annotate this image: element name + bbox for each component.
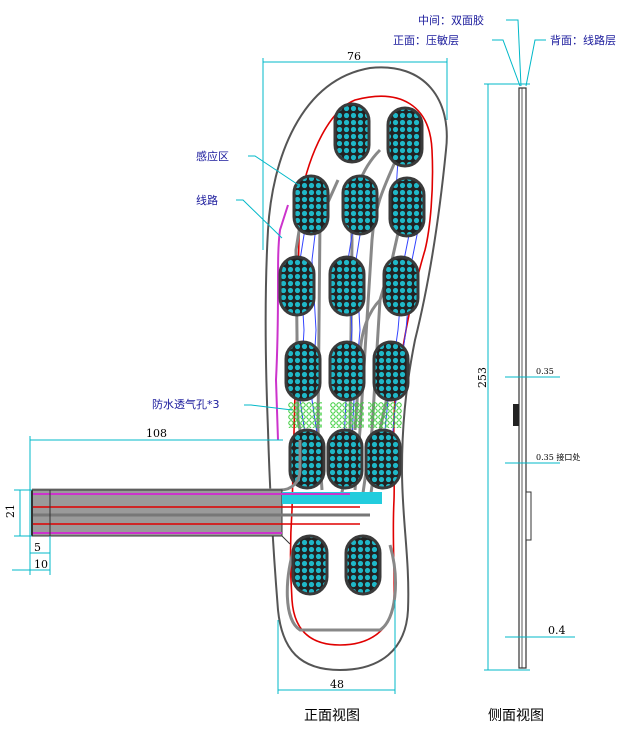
sensor-pad: [278, 255, 316, 317]
label-sensing-area: 感应区: [196, 149, 229, 163]
dim-width-bottom: 48: [330, 678, 344, 691]
front-dimensions: [12, 58, 448, 694]
dim-height: 253: [476, 367, 489, 388]
dim-thick-bottom: 0.4: [548, 624, 566, 637]
sensor-pad: [386, 106, 424, 168]
label-back-layer: 背面：线路层: [550, 33, 616, 47]
label-vent-holes: 防水透气孔*3: [152, 397, 220, 411]
dim-tail-offset: 5: [34, 541, 41, 554]
dim-thick-mid: 0.35 接口处: [536, 452, 580, 462]
dim-tail-width: 21: [4, 504, 17, 518]
sensor-pad: [292, 174, 330, 236]
magenta-trace: [274, 204, 289, 441]
sensor-pad: [328, 340, 366, 402]
side-view: 253 0.35 0.35 接口处 0.4 中间：双面胶 正面：压敏层 背面：线…: [393, 13, 616, 671]
sensor-pads: [278, 102, 426, 596]
dim-tail-tip: 10: [34, 558, 48, 571]
sensor-pad: [291, 534, 329, 596]
label-front-layer: 正面：压敏层: [393, 33, 459, 47]
label-circuit: 线路: [196, 193, 218, 207]
sensor-pad: [288, 428, 326, 490]
sensor-pad: [328, 255, 366, 317]
side-view-body: [518, 87, 527, 669]
vent-holes: [288, 402, 402, 428]
sensor-pad: [284, 340, 322, 402]
sensor-pad: [326, 428, 364, 490]
front-view: 76 108 21 5 10 48 感应区 线路 防水透气孔*3: [4, 50, 448, 694]
dim-thick-top: 0.35: [536, 367, 554, 376]
sensor-pad: [382, 255, 420, 317]
sensor-pad: [341, 174, 379, 236]
dim-tail-length: 108: [146, 427, 167, 440]
caption-front-view: 正面视图: [304, 708, 360, 724]
sensor-pad: [372, 340, 410, 402]
caption-side-view: 侧面视图: [488, 708, 544, 724]
sensor-pad: [388, 176, 426, 238]
cable-tail: [31, 440, 382, 545]
insole-outline: [264, 66, 448, 672]
sensor-pad: [364, 428, 402, 490]
sensor-pad: [333, 102, 371, 164]
sensor-pad: [344, 534, 382, 596]
label-middle: 中间：双面胶: [418, 13, 484, 27]
side-dimensions: [484, 19, 575, 671]
dim-width-top: 76: [347, 50, 361, 63]
